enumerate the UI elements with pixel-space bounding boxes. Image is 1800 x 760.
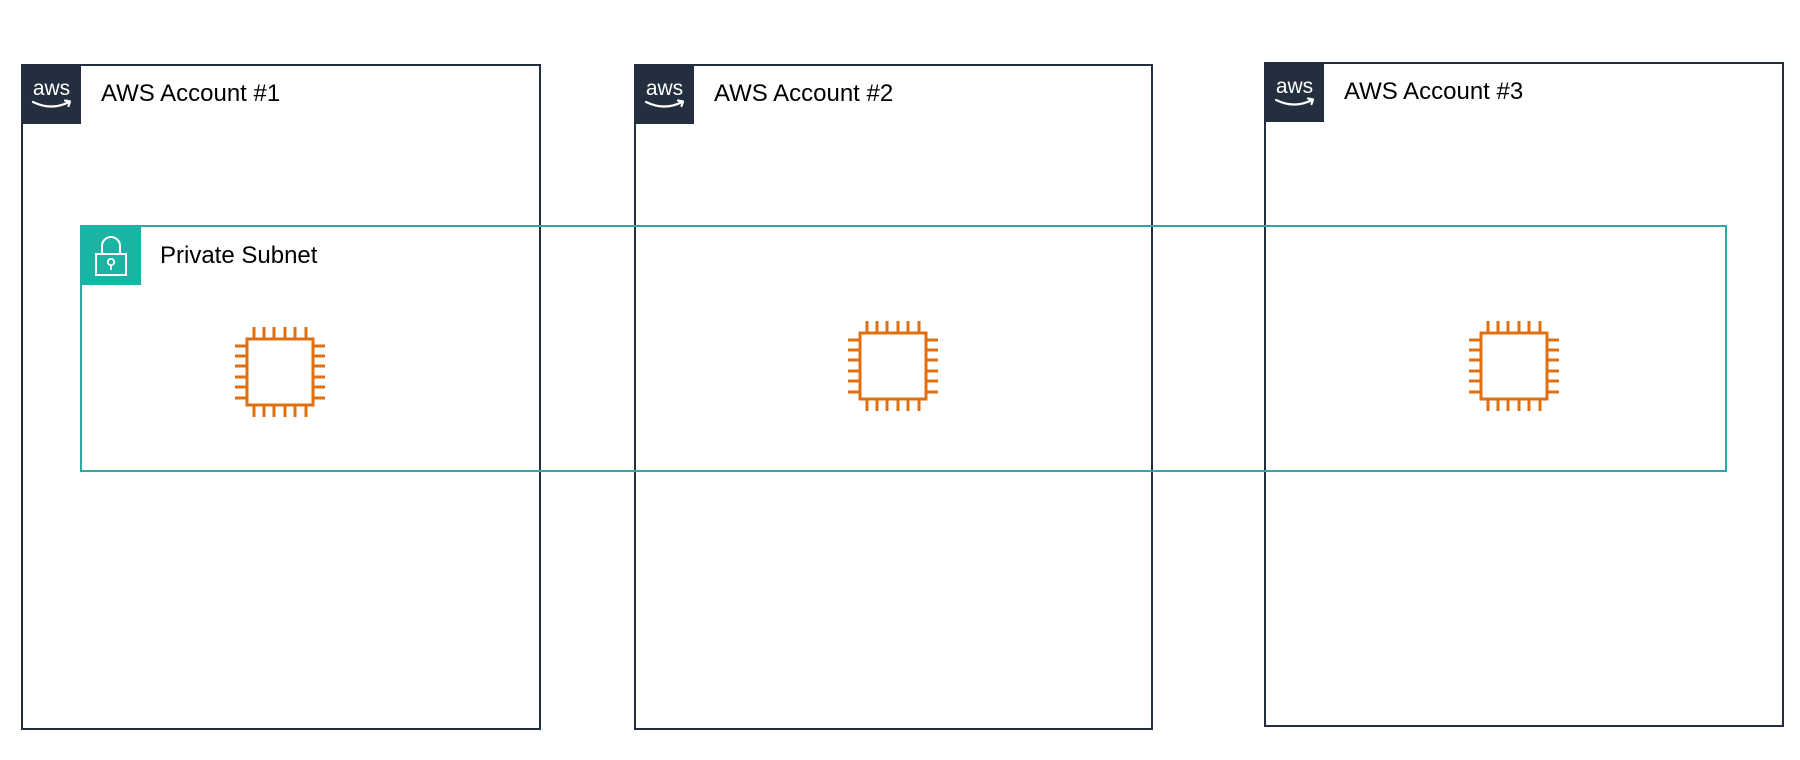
account-title: AWS Account #3 [1344, 78, 1524, 105]
aws-account-group-1: aws AWS Account #1 [21, 64, 541, 730]
aws-account-group-3: aws AWS Account #3 [1264, 62, 1784, 727]
aws-logo-icon: aws [635, 65, 694, 124]
ec2-instance-chip-icon [1466, 318, 1562, 414]
subnet-title: Private Subnet [160, 242, 318, 269]
lock-icon [81, 226, 141, 285]
ec2-instance-chip-icon [845, 318, 941, 414]
aws-logo-icon: aws [22, 65, 81, 124]
svg-text:aws: aws [33, 77, 70, 100]
svg-text:aws: aws [1276, 75, 1313, 98]
private-subnet-group: Private Subnet [80, 225, 1727, 472]
ec2-instance-chip-icon [232, 324, 328, 420]
account-title: AWS Account #2 [714, 80, 894, 107]
aws-logo-icon: aws [1265, 63, 1324, 122]
aws-account-group-2: aws AWS Account #2 [634, 64, 1153, 730]
account-title: AWS Account #1 [101, 80, 281, 107]
svg-text:aws: aws [646, 77, 683, 100]
